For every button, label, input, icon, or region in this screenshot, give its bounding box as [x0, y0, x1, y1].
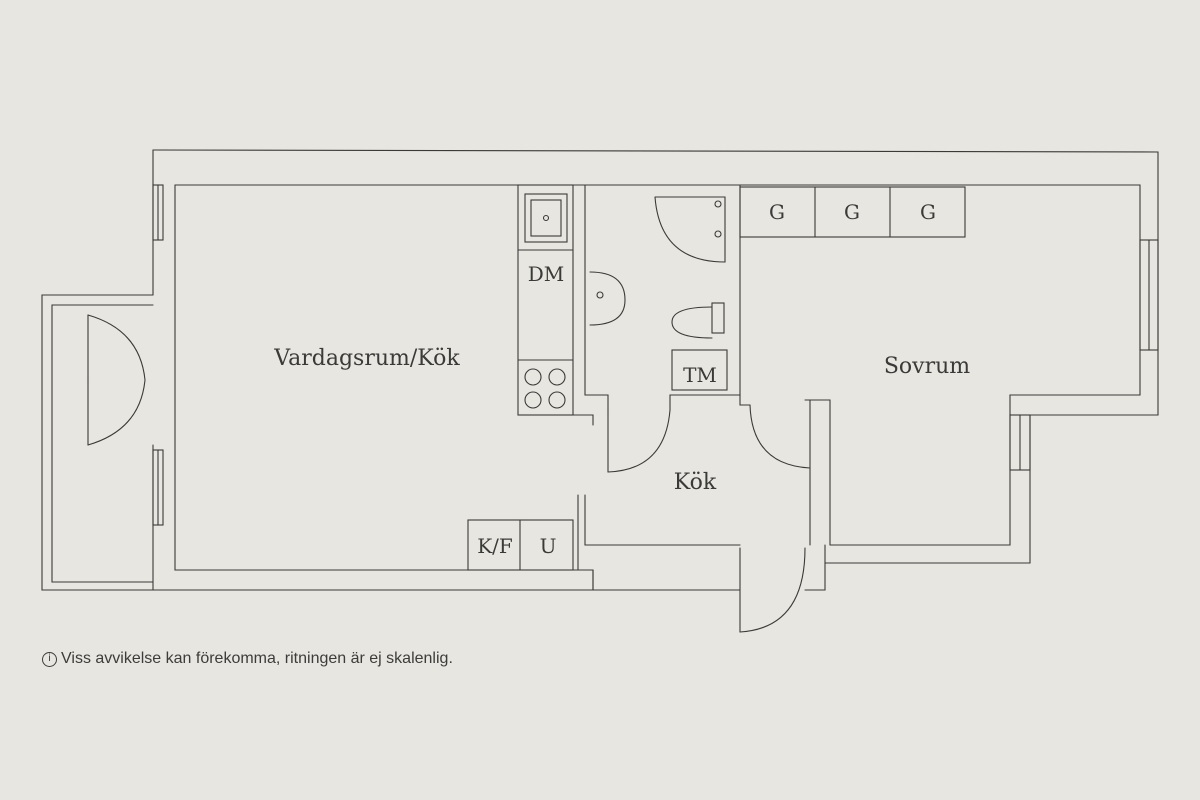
interior-walls	[467, 184, 831, 591]
fixture-label-oven: U	[540, 534, 557, 558]
room-label-bedroom: Sovrum	[884, 354, 970, 379]
bathroom	[584, 184, 741, 411]
fixture-label-fridge-freezer: K/F	[477, 534, 513, 558]
room-label-kitchen: Kök	[674, 470, 717, 495]
wardrobes	[739, 186, 966, 238]
windows	[152, 184, 1159, 526]
fixture-label-washer: TM	[683, 363, 717, 387]
kitchen-counter	[517, 184, 574, 416]
doors	[607, 404, 811, 633]
balcony	[41, 294, 154, 591]
info-icon: i	[42, 651, 57, 667]
disclaimer-text: Viss avvikelse kan förekomma, ritningen …	[61, 650, 453, 667]
fixture-label-dishwasher: DM	[528, 262, 565, 286]
fixture-label-wardrobe: G	[844, 200, 860, 224]
fixture-label-wardrobe: G	[769, 200, 785, 224]
fixture-label-wardrobe: G	[920, 200, 936, 224]
room-label-living: Vardagsrum/Kök	[273, 346, 460, 371]
disclaimer: i Viss avvikelse kan förekomma, ritninge…	[42, 650, 453, 668]
